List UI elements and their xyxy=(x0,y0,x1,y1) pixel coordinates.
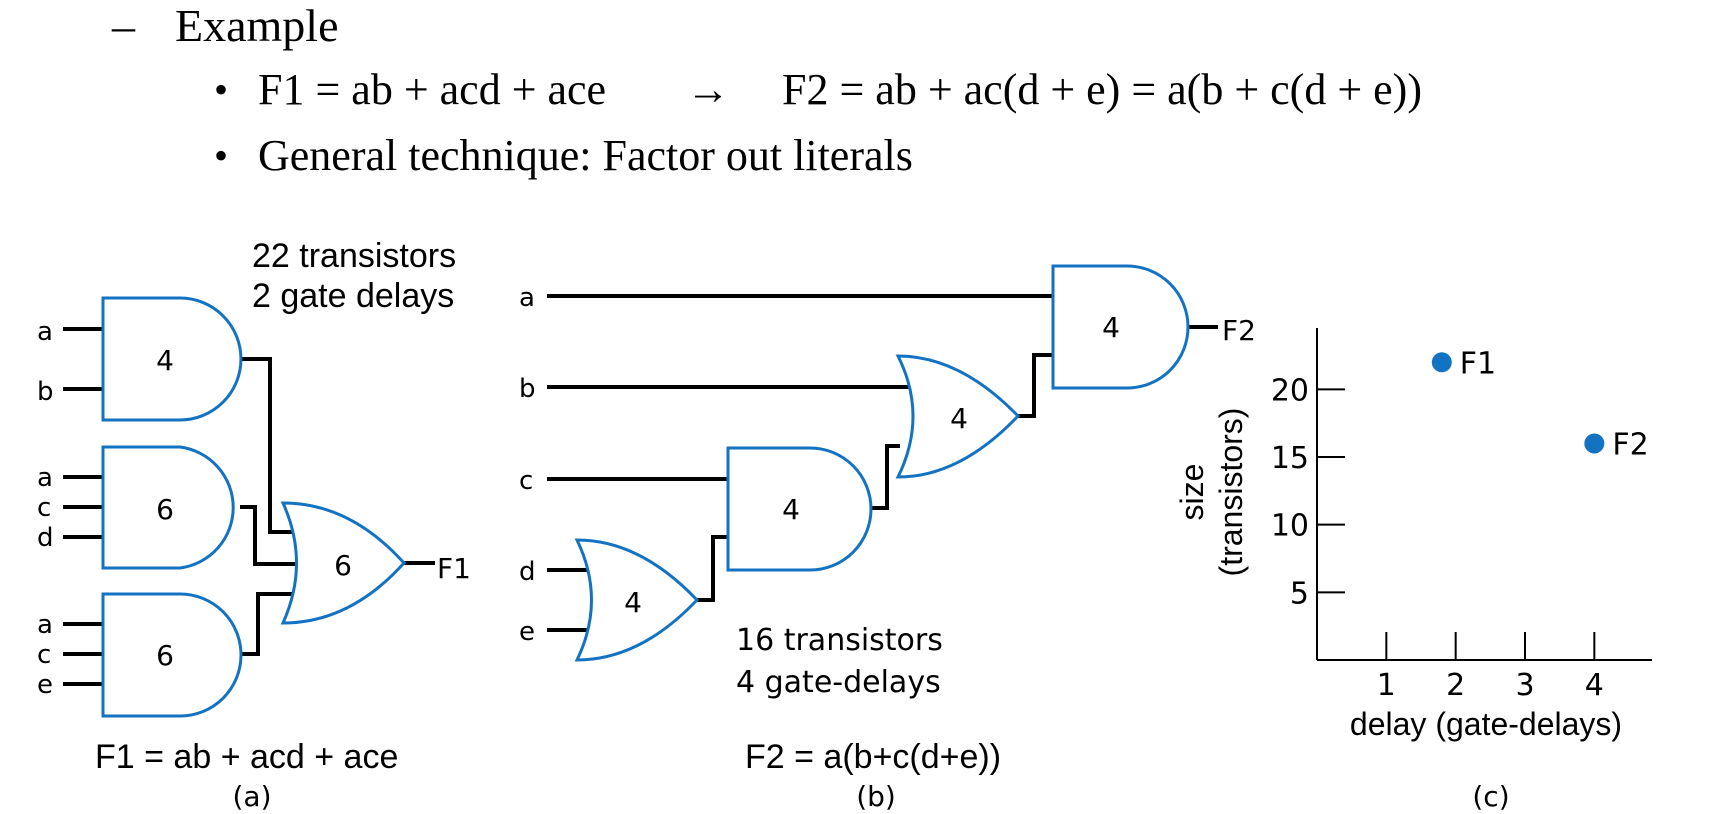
input-label-e: e xyxy=(519,617,535,647)
input-label: a xyxy=(37,317,53,347)
gate-size: 4 xyxy=(950,402,968,435)
y-tick-label: 15 xyxy=(1271,441,1309,476)
output-label-f2: F2 xyxy=(1222,314,1256,347)
y-tick-label: 10 xyxy=(1271,509,1309,544)
point-label: F2 xyxy=(1612,427,1648,462)
gate-size: 4 xyxy=(1102,311,1120,344)
input-label-a: a xyxy=(519,283,535,313)
output-label-f1: F1 xyxy=(437,552,471,585)
x-axis-label: delay (gate-delays) xyxy=(1350,706,1622,742)
x-tick-label: 3 xyxy=(1515,668,1534,703)
gate-size: 4 xyxy=(624,586,642,619)
or-gate-b xyxy=(895,354,1021,479)
and-gate-acd xyxy=(101,445,235,570)
caption-b: (b) xyxy=(856,780,896,813)
gate-size: 4 xyxy=(156,344,174,377)
caption-a: (a) xyxy=(232,780,271,813)
gate-delay-count-a: 2 gate delays xyxy=(252,277,454,315)
gate-size: 4 xyxy=(782,493,800,526)
input-label: c xyxy=(37,493,51,523)
input-label-b: b xyxy=(519,374,536,404)
circuit-a: a b a c d a c e 4 6 6 6 F1 22 transistor… xyxy=(37,237,471,813)
y-axis-label: size xyxy=(1174,464,1210,521)
bullet-1: • xyxy=(214,67,229,112)
and-gate-ab xyxy=(101,296,243,422)
input-label: a xyxy=(37,610,53,640)
arrow-icon: → xyxy=(686,65,730,114)
input-label-d: d xyxy=(519,557,536,587)
point-label: F1 xyxy=(1460,346,1496,381)
x-tick-label: 1 xyxy=(1377,668,1396,703)
y-axis-label-units: (transistors) xyxy=(1213,408,1249,577)
x-tick-label: 4 xyxy=(1585,668,1604,703)
x-tick-label: 2 xyxy=(1446,668,1465,703)
y-tick-label: 20 xyxy=(1271,373,1309,408)
caption-c: (c) xyxy=(1472,780,1509,813)
expression-a: F1 = ab + acd + ace xyxy=(95,738,398,776)
data-point-f1 xyxy=(1431,352,1452,373)
bullet-2: • xyxy=(214,133,229,178)
or-gate-f1 xyxy=(280,501,407,625)
gate-delay-count-b: 4 gate-delays xyxy=(736,665,941,700)
f1-equation: F1 = ab + acd + ace xyxy=(258,65,607,114)
circuit-b: a b c d e 4 4 4 4 F2 16 transistors 4 ga… xyxy=(519,264,1256,813)
gate-size: 6 xyxy=(334,549,352,582)
f2-equation: F2 = ab + ac(d + e) = a(b + c(d + e)) xyxy=(782,65,1422,114)
gate-size: 6 xyxy=(156,639,174,672)
expression-b: F2 = a(b+c(d+e)) xyxy=(745,738,1001,776)
heading-dash: – xyxy=(112,0,135,51)
input-label-c: c xyxy=(519,466,533,496)
and-gate-a xyxy=(1051,264,1190,390)
y-tick-label: 5 xyxy=(1290,576,1309,611)
slide-heading: Example xyxy=(175,0,339,51)
or-gate-de xyxy=(574,538,700,662)
technique-text: General technique: Factor out literals xyxy=(258,131,913,180)
input-label: c xyxy=(37,640,51,670)
transistor-count-a: 22 transistors xyxy=(252,237,456,275)
data-point-f2 xyxy=(1584,433,1605,454)
and-gate-c xyxy=(726,446,873,572)
input-label: d xyxy=(37,523,54,553)
and-gate-ace xyxy=(101,592,243,718)
input-label: e xyxy=(37,670,53,700)
input-label: a xyxy=(37,463,53,493)
transistor-count-b: 16 transistors xyxy=(736,623,943,658)
input-label: b xyxy=(37,377,54,407)
gate-size: 6 xyxy=(156,493,174,526)
